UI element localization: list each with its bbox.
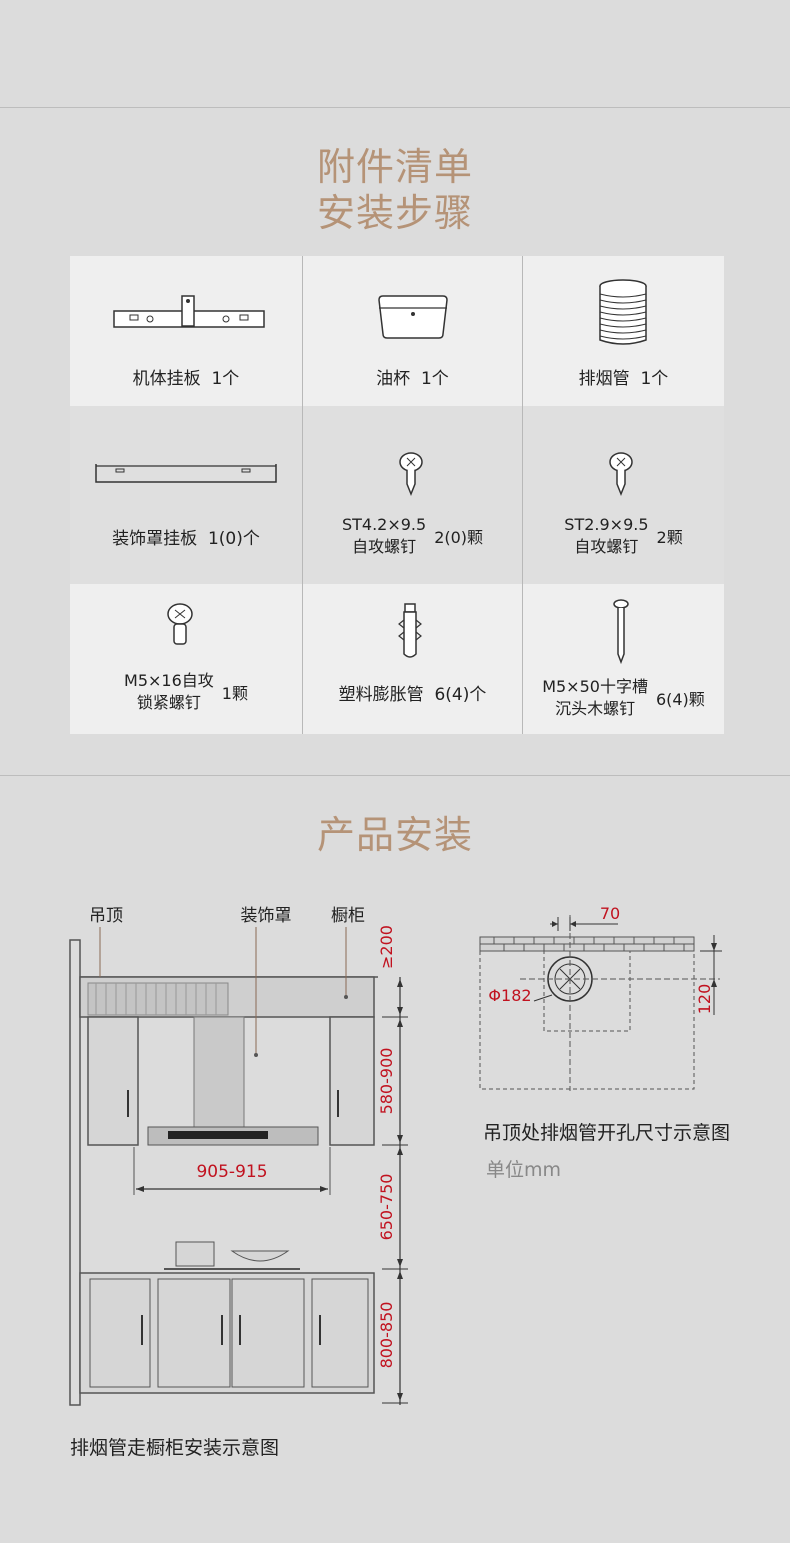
dim-cover: 580-900 — [377, 1048, 396, 1115]
exhaust-pipe-icon — [599, 279, 647, 345]
ceiling-hole-diagram: 70 Φ182 120 — [479, 904, 722, 1091]
dim-top: ≥200 — [377, 925, 396, 969]
dim-120: 120 — [695, 984, 714, 1015]
dim-width: 905-915 — [196, 1162, 267, 1182]
item-name-line2: 沉头木螺钉 — [555, 699, 636, 718]
item-name-line2: 自攻螺钉 — [574, 537, 639, 556]
wood-screw-icon — [613, 599, 629, 665]
item-name-line2: 锁紧螺钉 — [136, 693, 201, 712]
wall-bracket-icon — [113, 295, 265, 328]
item-name-line2: 自攻螺钉 — [352, 537, 417, 556]
screw-icon — [609, 452, 633, 497]
top-divider — [0, 107, 790, 108]
item-name: 机体挂板 — [132, 369, 201, 389]
hole-diagram-caption: 吊顶处排烟管开孔尺寸示意图 — [483, 1122, 731, 1144]
expansion-tube-icon — [398, 603, 422, 658]
item-name: 装饰罩挂板 — [112, 529, 198, 549]
install-title: 产品安装 — [316, 813, 473, 857]
dim-70: 70 — [600, 904, 620, 923]
cabinet-install-diagram: 905-915 吊顶 装饰罩 橱柜 ≥200 580-900 650-750 8… — [69, 906, 408, 1406]
item-name: 塑料膨胀管 — [338, 685, 424, 705]
item-qty: 1(0)个 — [207, 529, 260, 549]
item-oil-cup: 油杯 1个 — [303, 256, 522, 406]
item-qty: 1个 — [211, 369, 240, 389]
accessories-title: 附件清单 安装步骤 — [316, 145, 473, 235]
item-name-line1: ST2.9×9.5 — [564, 515, 649, 534]
label-cabinet: 橱柜 — [331, 906, 365, 926]
item-qty: 6(4)个 — [434, 685, 487, 705]
dim-counter: 800-850 — [377, 1302, 396, 1369]
unit-label: 单位mm — [486, 1159, 562, 1181]
oil-cup-icon — [378, 295, 448, 339]
item-name-line1: ST4.2×9.5 — [341, 515, 427, 534]
label-ceiling: 吊顶 — [89, 906, 123, 926]
item-qty: 6(4)颗 — [655, 690, 705, 709]
item-qty: 1个 — [640, 369, 669, 389]
dim-height: 650-750 — [377, 1174, 396, 1241]
item-wall-bracket: 机体挂板 1个 — [70, 256, 302, 406]
item-qty: 2(0)颗 — [434, 528, 484, 547]
item-qty: 1个 — [420, 369, 449, 389]
item-screw-m5x50: M5×50十字槽沉头木螺钉 6(4)颗 — [523, 584, 724, 734]
item-screw-m5x16: M5×16自攻锁紧螺钉 1颗 — [70, 584, 302, 734]
item-name-line1: M5×50十字槽 — [542, 677, 648, 696]
item-expansion-tube: 塑料膨胀管 6(4)个 — [303, 584, 522, 734]
middle-divider — [0, 775, 790, 776]
item-qty: 1颗 — [221, 684, 248, 703]
item-cover-bracket: 装饰罩挂板 1(0)个 — [70, 406, 302, 584]
item-qty: 2颗 — [656, 528, 683, 547]
item-name: 排烟管 — [578, 369, 630, 389]
dim-diameter: Φ182 — [488, 986, 531, 1005]
screw-icon — [399, 452, 423, 497]
item-screw-st29: ST2.9×9.5 自攻螺钉 2颗 — [523, 406, 724, 584]
cover-bracket-icon — [95, 464, 277, 483]
label-cover: 装饰罩 — [241, 906, 292, 926]
item-name: 油杯 — [376, 369, 411, 389]
item-name-line1: M5×16自攻 — [124, 671, 214, 690]
item-exhaust-pipe: 排烟管 1个 — [523, 256, 724, 406]
cabinet-diagram-caption: 排烟管走橱柜安装示意图 — [70, 1437, 280, 1459]
accessories-grid: 机体挂板 1个 油杯 1个 排烟管 1个 — [70, 256, 724, 734]
lock-screw-icon — [167, 603, 193, 645]
item-screw-st42: ST4.2×9.5 自攻螺钉 2(0)颗 — [303, 406, 522, 584]
